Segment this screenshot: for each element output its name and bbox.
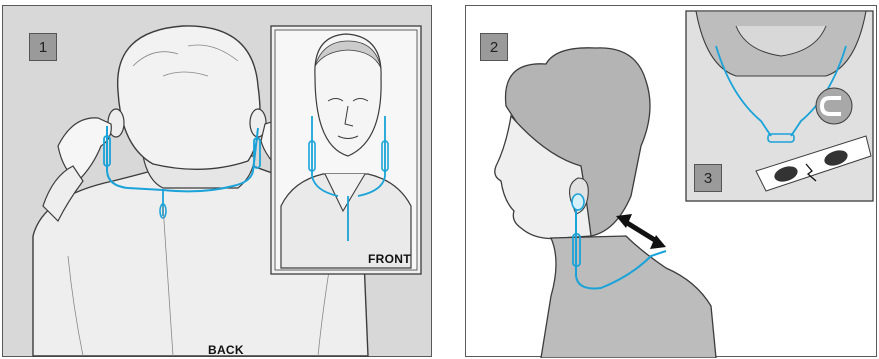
head-back xyxy=(118,26,260,169)
back-view-illustration xyxy=(3,6,433,358)
front-label: FRONT xyxy=(368,252,411,266)
step-number-3: 3 xyxy=(694,164,722,192)
step-2-panel: 2 3 xyxy=(465,5,877,357)
step-number-1: 1 xyxy=(29,33,57,61)
shirt xyxy=(541,236,716,358)
magnet-icon xyxy=(816,88,852,124)
step-1-panel: 1 FRONT BACK xyxy=(2,5,432,357)
side-view-illustration xyxy=(466,6,878,358)
back-label: BACK xyxy=(208,343,244,357)
step-number-2: 2 xyxy=(480,33,508,61)
